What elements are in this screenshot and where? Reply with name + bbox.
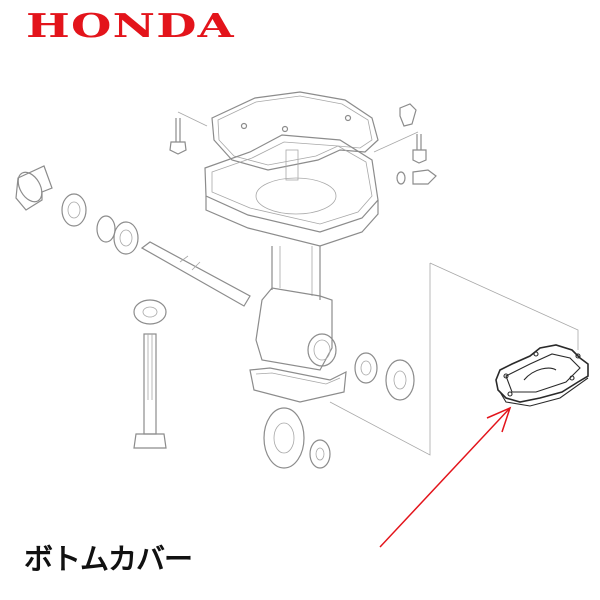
bolt-right	[373, 103, 437, 185]
honda-logo: HONDA	[26, 6, 235, 45]
bottom-cover-part	[495, 344, 589, 407]
vertical-shaft	[133, 299, 167, 449]
horizontal-shaft	[140, 241, 251, 307]
bolt-left	[169, 111, 208, 155]
left-components	[15, 165, 139, 255]
right-bearings	[354, 352, 415, 401]
gear-case-housing	[204, 134, 379, 300]
bevel-gear	[263, 407, 331, 469]
projection-plane	[329, 262, 579, 456]
lower-gear-case	[249, 287, 347, 403]
pointer-arrow	[379, 406, 512, 548]
product-label: ボトムカバー	[24, 542, 193, 576]
top-gasket	[211, 91, 379, 171]
